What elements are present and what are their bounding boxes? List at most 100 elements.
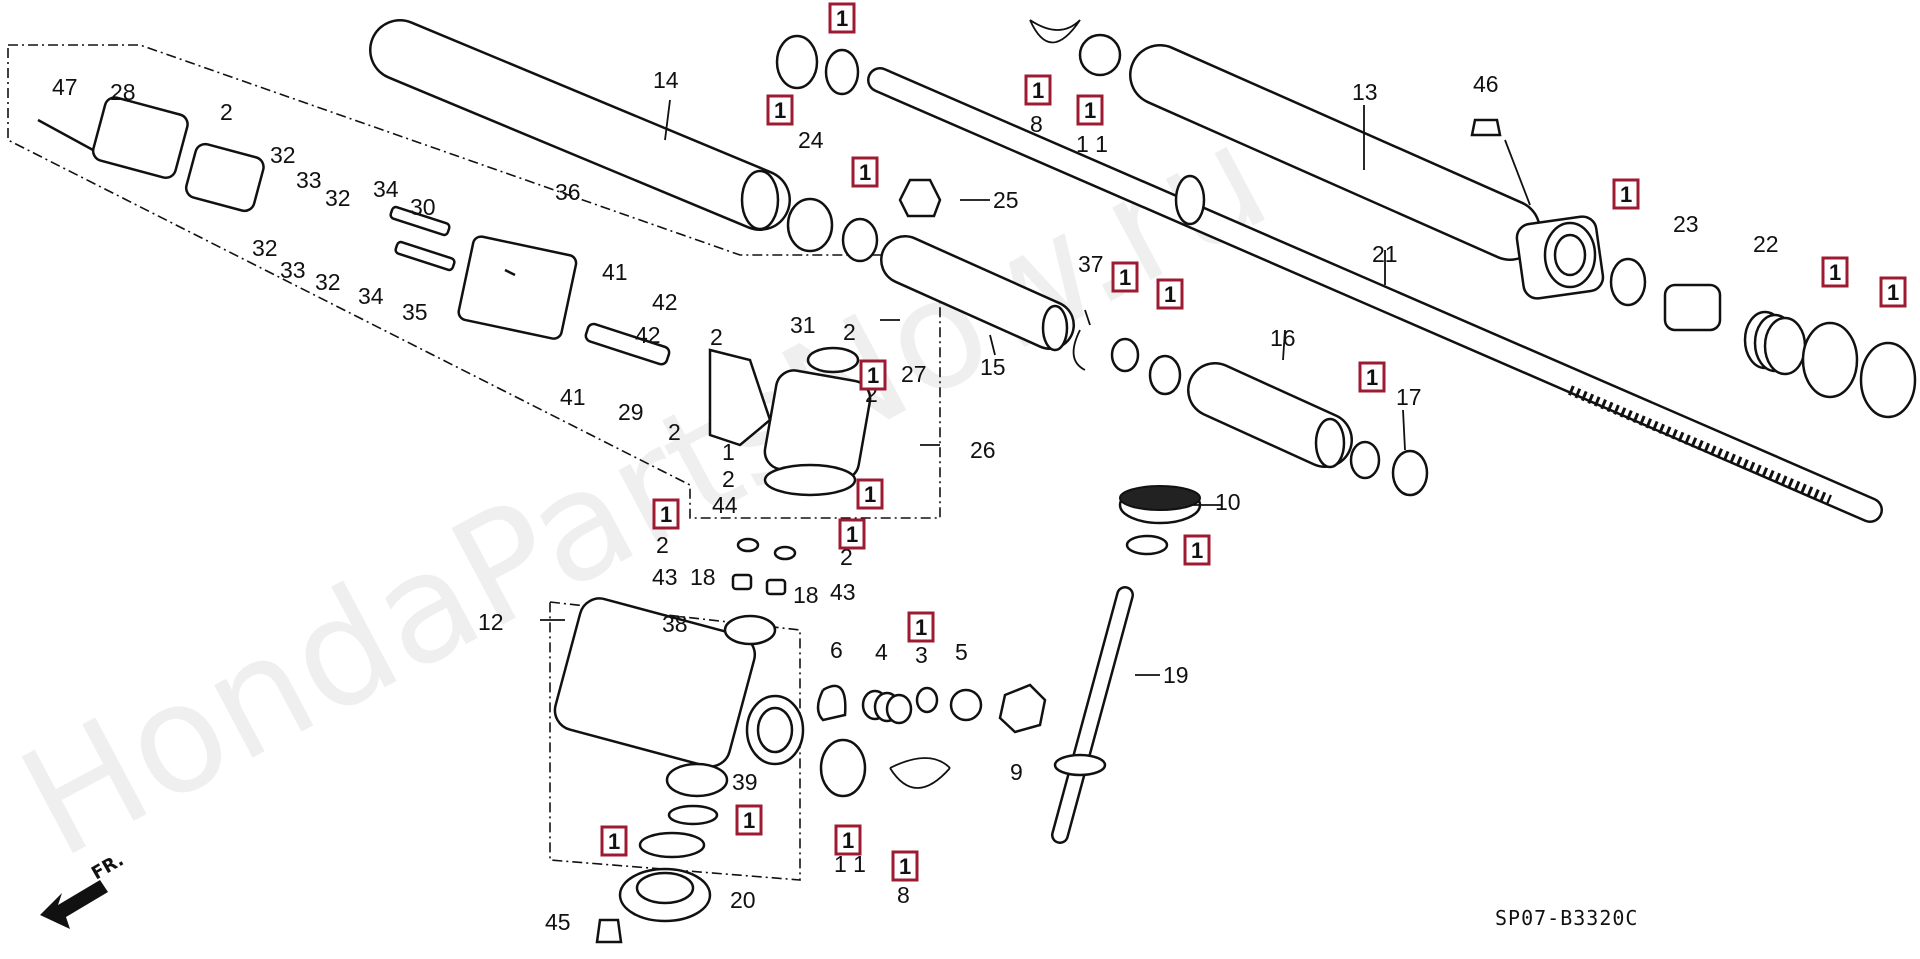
boxed-callout-1: 1 (766, 94, 794, 126)
gear-housing-group-outline (549, 601, 801, 881)
seal-1-39 (667, 804, 719, 826)
callout-34: 34 (373, 176, 399, 202)
callout-2: 2 (843, 319, 856, 345)
boxed-callout-1: 1 (851, 156, 879, 188)
bearing-38 (723, 614, 777, 646)
snap-ring-37 (1072, 329, 1086, 371)
plug-18b (765, 578, 787, 596)
boxed-callout-1: 1 (859, 359, 887, 391)
callout-1: 1 (722, 439, 735, 465)
boot-band-8 (1029, 19, 1081, 44)
washer-1-under-10 (1125, 534, 1169, 556)
callout-18: 18 (690, 564, 716, 590)
boxed-callout-1: 1 (907, 611, 935, 643)
callout-25: 25 (993, 187, 1019, 213)
boxed-callout-1: 1 (1821, 256, 1849, 288)
callout-33: 33 (280, 257, 306, 283)
boxed-callout-label: 1 (1366, 365, 1378, 390)
boxed-callout-label: 1 (899, 854, 911, 879)
boxed-callout-1: 1 (828, 2, 856, 34)
callout-31: 31 (790, 312, 816, 338)
boxed-callout-label: 1 (1887, 280, 1899, 305)
callout-13: 13 (1352, 79, 1378, 105)
callout-15: 15 (980, 354, 1006, 380)
boxed-callout-1: 1 (600, 825, 628, 857)
callout-12: 12 (478, 609, 504, 635)
seal-top-2 (824, 48, 860, 96)
callout-10: 10 (1215, 489, 1241, 515)
callout-6: 6 (830, 637, 843, 663)
callout-20: 20 (730, 887, 756, 913)
callout-41: 41 (602, 259, 628, 285)
callout-17: 17 (1396, 384, 1422, 410)
callout-26: 26 (970, 437, 996, 463)
callout-18: 18 (793, 582, 819, 608)
callout-27: 27 (901, 361, 927, 387)
boxed-callout-1: 1 (834, 824, 862, 856)
callout-24: 24 (798, 127, 824, 153)
valve-housing-27 (763, 346, 872, 497)
callout-2: 2 (710, 324, 723, 350)
boxed-callout-label: 1 (859, 160, 871, 185)
bolt-45 (595, 918, 623, 944)
ring-17a (1349, 440, 1381, 480)
boxed-callout-label: 1 (1084, 98, 1096, 123)
end-housing-46 (1515, 215, 1605, 300)
oil-seal-1 (1609, 257, 1647, 307)
spring-4 (861, 689, 913, 725)
leader-lines (540, 99, 1531, 676)
callout-44: 44 (712, 492, 738, 518)
boxed-callout-1: 1 (891, 850, 919, 882)
callout-4: 4 (875, 639, 888, 665)
callout-11: 1 1 (1076, 131, 1108, 157)
o-ring-large-1 (1801, 321, 1859, 399)
callout-34: 34 (358, 283, 384, 309)
boxed-callout-label: 1 (867, 363, 879, 388)
boxed-callout-label: 1 (1191, 538, 1203, 563)
valve-body-group-outline (7, 44, 941, 519)
boxed-callout-1: 1 (838, 518, 866, 550)
spring-30 (389, 205, 451, 237)
callout-2: 2 (656, 532, 669, 558)
guide-5 (949, 688, 983, 722)
callout-2: 2 (722, 466, 735, 492)
seal-24b (841, 217, 879, 263)
rack-shaft (867, 67, 1883, 523)
bearing-39 (665, 762, 729, 798)
boxed-callout-1: 1 (1111, 261, 1139, 293)
washer-17 (1391, 449, 1429, 497)
callout-22: 22 (1753, 231, 1779, 257)
boxed-callout-1: 1 (1879, 276, 1907, 308)
boot-band-8b (889, 757, 951, 789)
callout-30: 30 (410, 194, 436, 220)
boxed-callout-1: 1 (652, 498, 680, 530)
o-ring-43a (736, 537, 760, 553)
bushing-11 (1078, 33, 1122, 77)
gasket-2 (184, 142, 265, 213)
diagram-code: SP07-B3320C (1495, 906, 1638, 930)
plug-18a (731, 573, 753, 591)
callout-42: 42 (635, 322, 661, 348)
cover-20 (618, 867, 712, 923)
callout-41: 41 (560, 384, 586, 410)
dust-boot-13 (1129, 44, 1541, 261)
callout-8: 8 (897, 882, 910, 908)
valve-body (457, 235, 578, 340)
cover-28 (91, 96, 189, 180)
boxed-callout-label: 1 (864, 482, 876, 507)
callout-37: 37 (1078, 251, 1104, 277)
boxed-callout-label: 1 (842, 828, 854, 853)
callout-43: 43 (830, 579, 856, 605)
callout-9: 9 (1010, 759, 1023, 785)
boxed-callout-label: 1 (1620, 182, 1632, 207)
ring-37b (1110, 337, 1140, 373)
callout-2: 2 (220, 99, 233, 125)
mount-cushion-10-top (1119, 485, 1201, 511)
callout-32: 32 (325, 185, 351, 211)
callout-16: 16 (1270, 325, 1296, 351)
callout-33: 33 (296, 167, 322, 193)
boxed-callout-label: 1 (1829, 260, 1841, 285)
seal-1-pinion (819, 738, 867, 798)
cylinder-15 (880, 235, 1075, 352)
